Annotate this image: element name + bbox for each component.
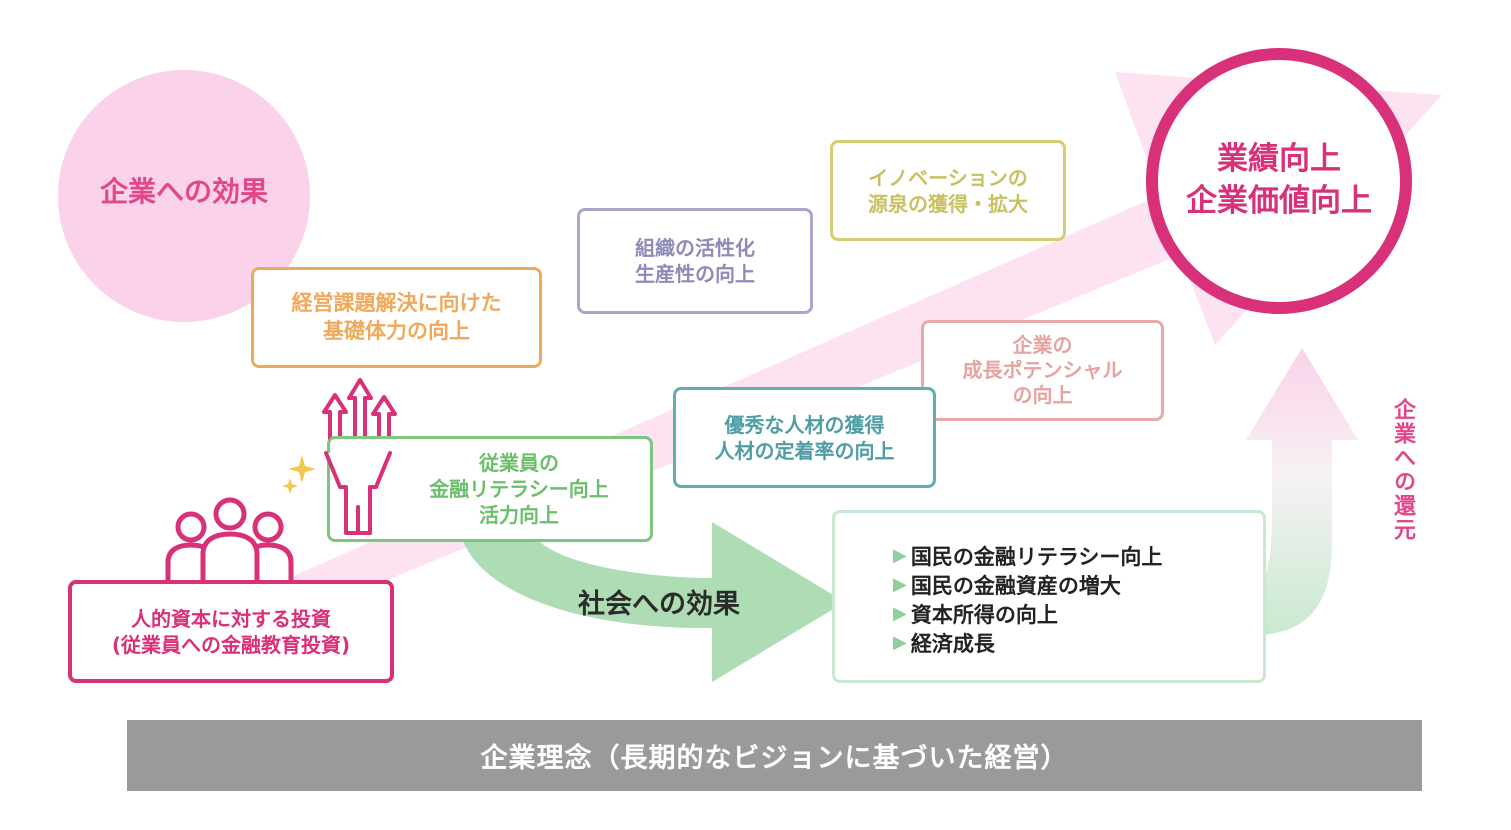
goal-line1: 業績向上 <box>1217 141 1341 178</box>
list-item: ▶ 国民の金融リテラシー向上 <box>893 541 1263 570</box>
investment-line1: 人的資本に対する投資 <box>131 606 331 631</box>
growth-line3: の向上 <box>1012 383 1073 407</box>
society-item-text: 国民の金融リテラシー向上 <box>910 544 1163 569</box>
triangle-bullet-icon: ▶ <box>893 574 907 595</box>
organization-line1: 組織の活性化 <box>635 236 755 260</box>
people-group-icon <box>165 497 294 580</box>
foundation-line1: 経営課題解決に向けた <box>291 291 502 316</box>
society-item-text: 国民の金融資産の増大 <box>910 573 1121 598</box>
return-arrow <box>1246 348 1358 635</box>
talent-line1: 優秀な人材の獲得 <box>724 412 885 437</box>
corporate-effect-label: 企業への効果 <box>99 175 268 208</box>
list-item: ▶ 経済成長 <box>893 628 1263 657</box>
return-label: 企業への還元 <box>1390 398 1415 542</box>
foundation-line2: 基礎体力の向上 <box>323 318 470 343</box>
society-item-text: 経済成長 <box>910 631 995 656</box>
employee-line2: 金融リテラシー向上 <box>429 477 609 501</box>
box-talent: 優秀な人材の獲得 人材の定着率の向上 <box>673 387 936 488</box>
growth-line2: 成長ポテンシャル <box>962 358 1123 382</box>
goal-circle: 業績向上 企業価値向上 <box>1146 48 1412 314</box>
box-growth: 企業の 成長ポテンシャル の向上 <box>921 320 1164 421</box>
box-employee: 従業員の 金融リテラシー向上 活力向上 <box>327 436 653 542</box>
triangle-bullet-icon: ▶ <box>893 545 907 566</box>
growth-line1: 企業の <box>1012 333 1073 357</box>
goal-line2: 企業価値向上 <box>1186 183 1372 219</box>
box-organization: 組織の活性化 生産性の向上 <box>577 208 813 314</box>
sparkle-icon <box>282 455 316 494</box>
box-investment: 人的資本に対する投資 (従業員への金融教育投資) <box>68 580 394 683</box>
triangle-bullet-icon: ▶ <box>893 632 907 653</box>
society-arrow <box>460 522 845 682</box>
list-item: ▶ 国民の金融資産の増大 <box>893 570 1263 599</box>
innovation-line1: イノベーションの <box>868 165 1028 190</box>
list-item: ▶ 資本所得の向上 <box>893 599 1263 628</box>
society-effect-label: 社会への効果 <box>578 589 740 620</box>
up-arrows-icon <box>322 378 397 442</box>
box-innovation: イノベーションの 源泉の獲得・拡大 <box>830 140 1066 241</box>
corporate-philosophy-bar: 企業理念（長期的なビジョンに基づいた経営） <box>127 720 1422 791</box>
investment-line2: (従業員への金融教育投資) <box>111 632 351 657</box>
innovation-line2: 源泉の獲得・拡大 <box>868 191 1028 216</box>
organization-line2: 生産性の向上 <box>635 262 755 286</box>
box-foundation: 経営課題解決に向けた 基礎体力の向上 <box>251 267 542 368</box>
employee-line1: 従業員の <box>479 451 559 475</box>
employee-line3: 活力向上 <box>479 503 559 527</box>
talent-line2: 人材の定着率の向上 <box>714 438 895 463</box>
triangle-bullet-icon: ▶ <box>893 603 907 624</box>
society-effects-box: ▶ 国民の金融リテラシー向上 ▶ 国民の金融資産の増大 ▶ 資本所得の向上 ▶ … <box>832 510 1266 683</box>
cheering-person-icon <box>324 451 392 535</box>
society-item-text: 資本所得の向上 <box>910 602 1058 627</box>
